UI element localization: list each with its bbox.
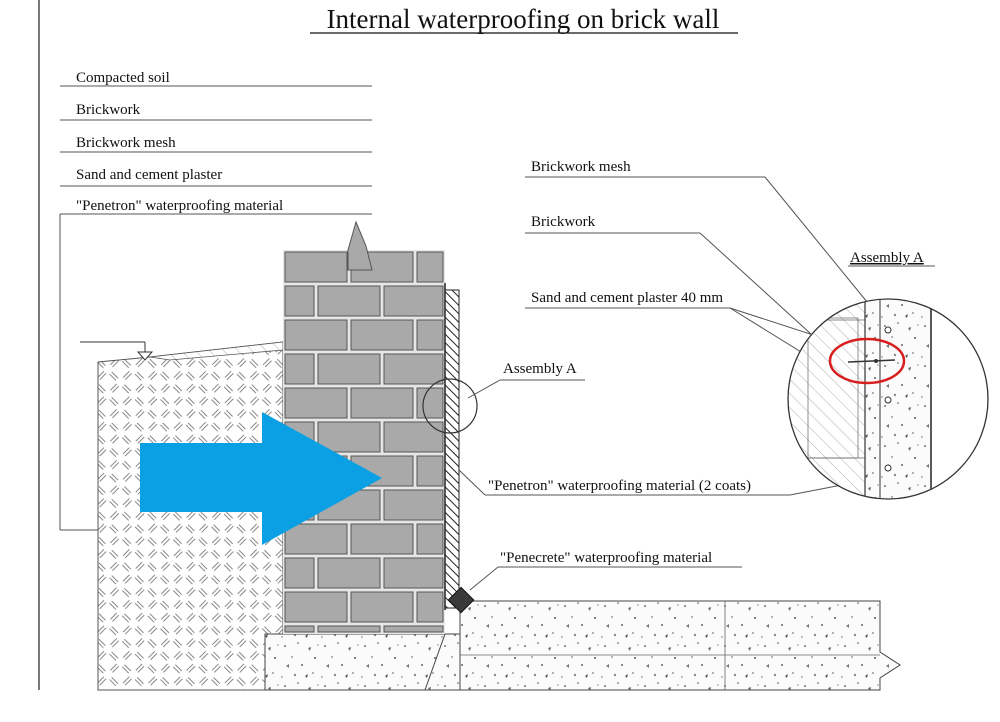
legend-item-compacted-soil: Compacted soil: [76, 70, 170, 86]
brick: [284, 625, 315, 633]
brick: [383, 285, 444, 317]
brick: [416, 319, 444, 351]
brick: [350, 319, 414, 351]
callout-penetron: "Penetron" waterproofing material (2 coa…: [488, 478, 751, 494]
legend-item-plaster: Sand and cement plaster: [76, 167, 222, 183]
brick: [350, 387, 414, 419]
brick: [317, 421, 381, 453]
legend-item-brickwork: Brickwork: [76, 102, 141, 118]
brick: [284, 523, 348, 555]
callout-brickwork-mesh: Brickwork mesh: [531, 159, 631, 175]
floor-slab: [459, 600, 901, 691]
brick: [416, 455, 444, 487]
brick: [317, 353, 381, 385]
highlight-ellipse-icon: [828, 337, 906, 385]
brick: [284, 251, 348, 283]
callout-assembly-a-wall: Assembly A: [503, 361, 577, 377]
brick: [284, 285, 315, 317]
brick: [383, 489, 444, 521]
brick: [416, 523, 444, 555]
callout-line-penetron-1: [458, 469, 486, 496]
broken-brick-edge: [347, 220, 373, 271]
brick: [383, 625, 444, 633]
brick: [284, 387, 348, 419]
legend-item-penetron: "Penetron" waterproofing material: [76, 198, 283, 214]
callout-plaster: Sand and cement plaster 40 mm: [531, 290, 723, 306]
brick: [383, 421, 444, 453]
brick: [284, 353, 315, 385]
brick: [317, 625, 381, 633]
brick: [416, 591, 444, 623]
penecrete-fillet: [447, 586, 475, 614]
callout-penecrete: "Penecrete" waterproofing material: [500, 550, 712, 566]
legend-item-brickwork-mesh: Brickwork mesh: [76, 135, 176, 151]
callout-line-assembly-a: [467, 379, 501, 399]
brick: [416, 251, 444, 283]
assembly-a-detail: [787, 298, 989, 500]
brick-wall: [283, 220, 445, 634]
callout-line-mesh: [764, 176, 873, 309]
foundation-footing: [264, 633, 466, 691]
ground-level-marker: [80, 341, 154, 361]
legend: [59, 85, 372, 531]
diagram-title: Internal waterproofing on brick wall: [327, 4, 720, 34]
callout-brickwork: Brickwork: [531, 214, 596, 230]
brick: [317, 557, 381, 589]
brick: [350, 523, 414, 555]
penetron-coating: [444, 289, 460, 609]
compacted-soil: [97, 341, 284, 691]
brick: [284, 591, 348, 623]
assembly-a-marker: [422, 378, 478, 434]
water-pressure-arrow-icon: [140, 412, 382, 545]
slab-joint-line: [424, 633, 446, 691]
callout-line-penecrete: [469, 566, 499, 591]
brick: [317, 285, 381, 317]
brick: [383, 353, 444, 385]
brick: [383, 557, 444, 589]
brick: [284, 319, 348, 351]
brick: [416, 387, 444, 419]
brick: [284, 557, 315, 589]
brick: [350, 591, 414, 623]
callout-assembly-a-detail: Assembly A: [850, 250, 924, 266]
